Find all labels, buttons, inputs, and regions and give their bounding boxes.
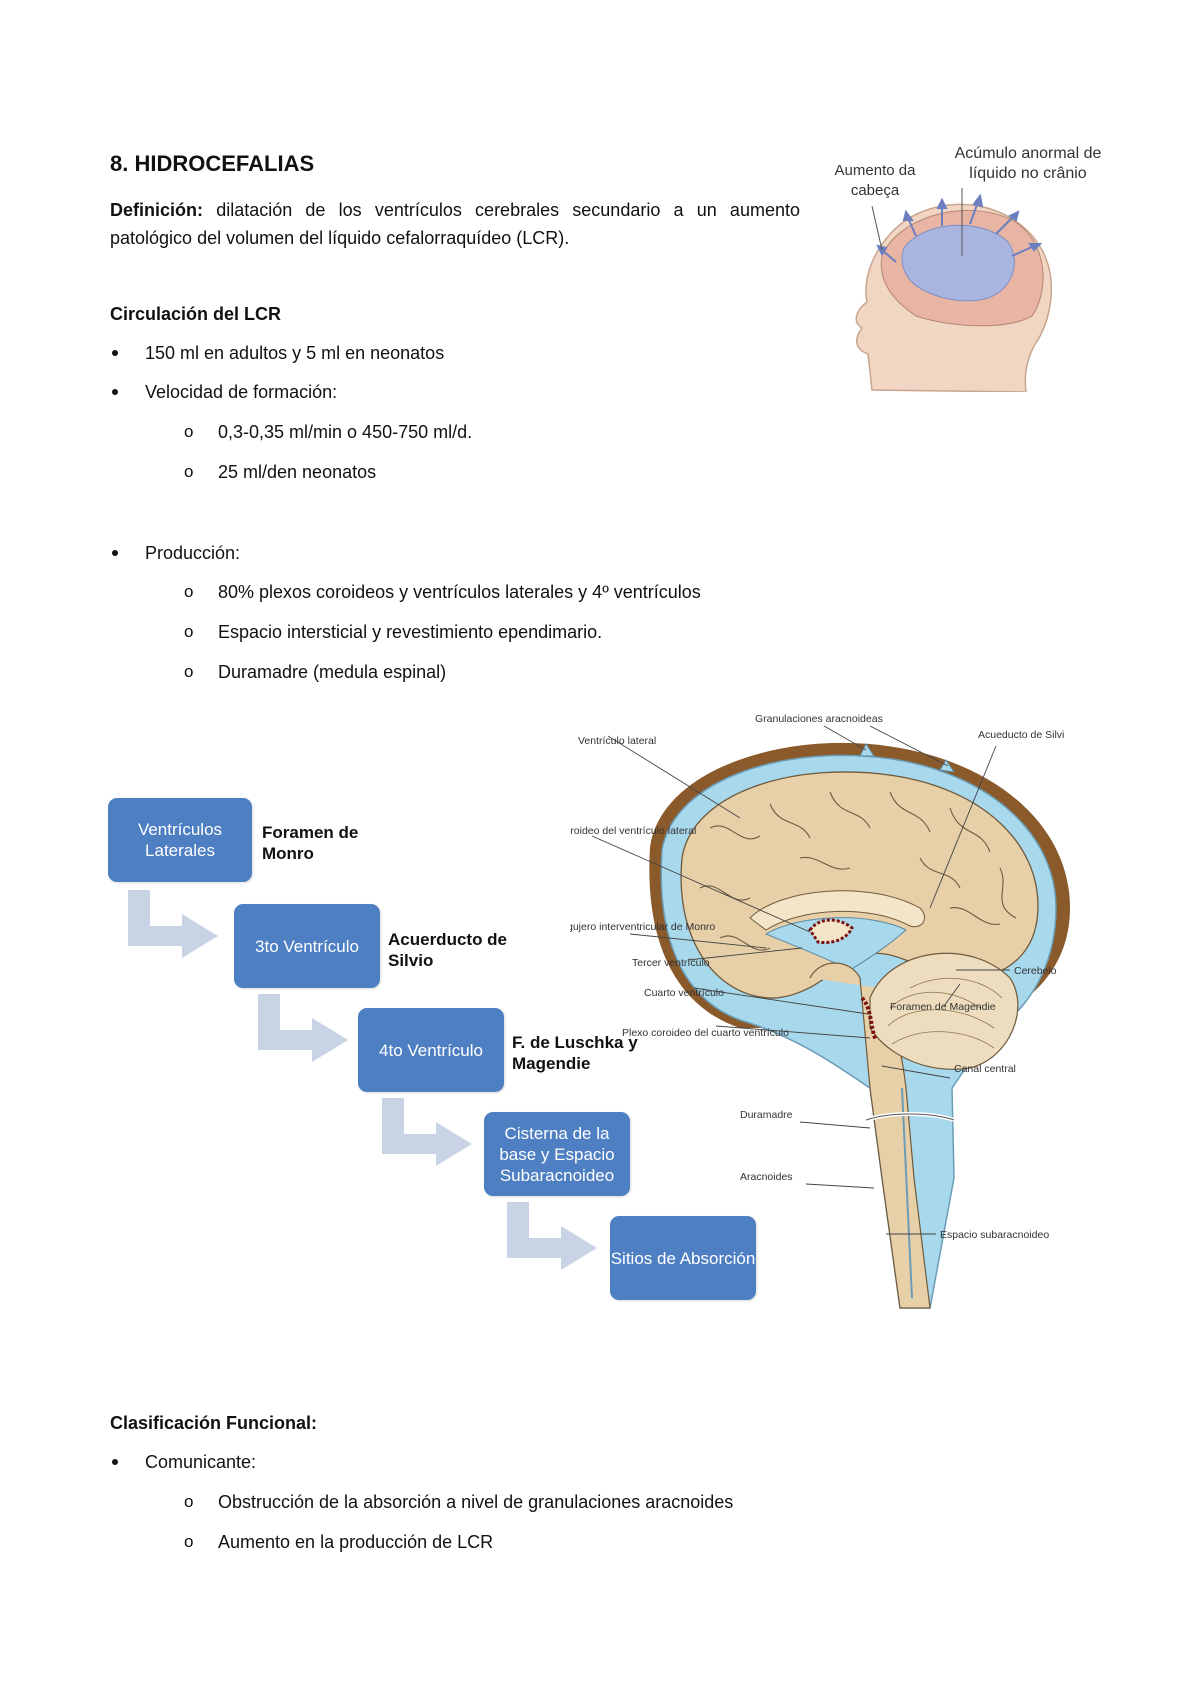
- bullet-icon: [112, 350, 118, 356]
- definition-text: dilatación de los ventrículos cerebrales…: [110, 200, 800, 248]
- circulation-bullet-3-sub-3: Duramadre (medula espinal): [218, 662, 447, 682]
- classification-bullet-1: Comunicante:: [145, 1452, 257, 1472]
- brain-label-magendie: Foramen de Magendie: [890, 1001, 996, 1013]
- brain-drawing: Granulaciones aracnoideas Ventrículo lat…: [530, 713, 1070, 1309]
- connector-label-1: Foramen de Monro: [262, 823, 359, 863]
- brain-label-plexo-lateral: Plexo coroideo del ventrículo lateral: [570, 825, 696, 837]
- bullet-icon: [112, 550, 118, 556]
- sub-marker: o: [184, 1532, 194, 1551]
- brain-label-plexo-cuarto: Plexo coroideo del cuarto ventrículo: [622, 1027, 789, 1039]
- bullet-icon: [112, 389, 118, 395]
- sub-marker: o: [184, 422, 194, 441]
- brain-label-cerebelo: Cerebelo: [1014, 965, 1057, 977]
- brain-label-ventriculo-lateral: Ventrículo lateral: [578, 735, 656, 747]
- sub-marker: o: [184, 622, 194, 641]
- cerebellum-folia: [887, 977, 1003, 1049]
- circulation-heading: Circulación del LCR: [110, 304, 282, 324]
- sub-marker: o: [184, 1492, 194, 1511]
- brain-illustration: Granulaciones aracnoideas Ventrículo lat…: [530, 708, 1110, 1328]
- connector-label-3: F. de Luschka y Magendie: [512, 1033, 638, 1073]
- sub-marker: o: [184, 582, 194, 601]
- brain-label-aracnoides: Aracnoides: [740, 1171, 793, 1183]
- gyri-pattern: [699, 791, 1017, 951]
- flow-arrow-1: [128, 890, 218, 958]
- brain-label-agujero: Agujero interventricular de Monro: [570, 921, 715, 933]
- flow-step-5: Sitios de Absorción: [610, 1216, 756, 1300]
- bullet-icon: [112, 1459, 118, 1465]
- circulation-bullet-2-sub-1: 0,3-0,35 ml/min o 450-750 ml/d.: [218, 422, 473, 442]
- head-drawing: [855, 188, 1052, 392]
- circulation-bullet-3: Producción:: [145, 543, 241, 563]
- definition-label: Definición:: [110, 200, 203, 220]
- flow-arrow-3: [382, 1098, 472, 1166]
- brain-label-canal: Canal central: [954, 1063, 1016, 1075]
- leader-lines: [591, 725, 1010, 1235]
- classification-heading: Clasificación Funcional:: [110, 1413, 318, 1433]
- circulation-bullet-1: 150 ml en adultos y 5 ml en neonatos: [145, 343, 445, 363]
- classification-bullet-1-sub-1: Obstrucción de la absorción a nivel de g…: [218, 1492, 734, 1512]
- brain-label-tercer: Tercer ventrículo: [632, 957, 710, 969]
- brain-label-cuarto: Cuarto ventrículo: [644, 987, 724, 999]
- brain-label-duramadre: Duramadre: [740, 1109, 793, 1121]
- brain-label-granulaciones: Granulaciones aracnoideas: [755, 713, 883, 725]
- head-label-left: Aumento da cabeça: [834, 162, 916, 199]
- flow-step-2: 3to Ventrículo: [234, 904, 380, 988]
- flow-arrow-4: [507, 1202, 597, 1270]
- head-illustration: Aumento da cabeça Acúmulo anormal de líq…: [812, 140, 1122, 392]
- circulation-bullet-2: Velocidad de formación:: [145, 382, 338, 402]
- arrows-icon: [876, 193, 1043, 263]
- flow-step-4: Cisterna de la base y Espacio Subaracnoi…: [484, 1112, 630, 1196]
- flow-step-1: Ventrículos Laterales: [108, 798, 252, 882]
- connector-label-2: Acuerducto de Silvio: [388, 930, 508, 970]
- flow-arrow-2: [258, 994, 348, 1062]
- brain-label-acueducto: Acueducto de Silvi: [978, 729, 1064, 741]
- sub-marker: o: [184, 662, 194, 681]
- circulation-bullet-3-sub-2: Espacio intersticial y revestimiento epe…: [218, 622, 603, 642]
- classification-bullet-1-sub-2: Aumento en la producción de LCR: [218, 1532, 494, 1552]
- definition-paragraph: Definición: dilatación de los ventrículo…: [110, 196, 800, 252]
- brain-label-subaracnoideo: Espacio subaracnoideo: [940, 1229, 1049, 1241]
- flow-step-3: 4to Ventrículo: [358, 1008, 504, 1092]
- page-heading: 8. HIDROCEFALIAS: [110, 151, 315, 176]
- head-label-right: Acúmulo anormal de líquido no crânio: [954, 145, 1102, 182]
- sub-marker: o: [184, 462, 194, 481]
- circulation-bullet-2-sub-2: 25 ml/den neonatos: [218, 462, 377, 482]
- circulation-bullet-3-sub-1: 80% plexos coroideos y ventrículos later…: [218, 582, 701, 602]
